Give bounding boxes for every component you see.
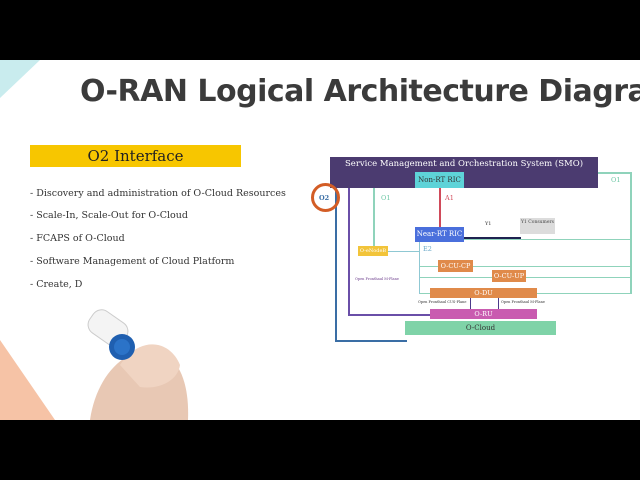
o1-line [630, 172, 632, 294]
o-enodeb-box: O-eNodeB [358, 246, 388, 256]
o-cu-up-box: O-CU-UP [492, 270, 526, 282]
o1-line [373, 188, 375, 250]
fronthaul-cus-plane-label: Open Fronthaul CUS-Plane [418, 300, 467, 304]
fronthaul-m-plane-line [348, 314, 432, 316]
o1-label: O1 [381, 194, 391, 202]
a1-line [439, 188, 441, 228]
cus-plane-line [470, 298, 471, 309]
o1-line [464, 239, 631, 240]
slide-title: O-RAN Logical Architecture Diagram [80, 74, 640, 109]
non-rt-ric-box: Non-RT RIC [415, 172, 464, 188]
teal-corner-decoration [0, 60, 40, 98]
orange-corner-decoration [0, 340, 55, 420]
oran-architecture-diagram: Service Management and Orchestration Sys… [0, 60, 640, 420]
hand-with-marker-icon [87, 309, 189, 420]
m-plane-line [498, 298, 499, 309]
a1-label: A1 [445, 194, 454, 202]
near-rt-ric-box: Near-RT RIC [415, 227, 464, 242]
o2-highlight-circle [311, 183, 340, 212]
o2-line [335, 188, 337, 341]
o-du-box: O-DU [430, 288, 537, 298]
y1-line [464, 237, 521, 239]
bullet: - Scale-In, Scale-Out for O-Cloud [30, 210, 188, 221]
bullet: - Software Management of Cloud Platform [30, 256, 235, 267]
smo-box: Service Management and Orchestration Sys… [330, 157, 598, 188]
e2-line [419, 242, 420, 294]
e2-line [388, 251, 420, 252]
y1-consumers-box: Y1 Consumers [520, 218, 555, 234]
o1-line [598, 172, 631, 174]
o2-line [335, 340, 407, 342]
o1-label: O1 [611, 176, 621, 184]
o-ru-box: O-RU [430, 309, 537, 319]
o2-label: O2 [319, 194, 330, 202]
fronthaul-m-plane-label: Open Fronthaul M-Plane [501, 300, 545, 304]
fronthaul-m-plane-label: Open Fronthaul M-Plane [355, 277, 399, 281]
e2-label: E2 [423, 245, 432, 253]
o1-line [420, 266, 631, 267]
slide: O-RAN Logical Architecture Diagram O2 In… [0, 60, 640, 420]
section-header: O2 Interface [30, 145, 241, 167]
o-cloud-box: O-Cloud [405, 321, 556, 335]
bullet: - Create, D [30, 279, 83, 290]
bullet: - Discovery and administration of O-Clou… [30, 188, 286, 199]
bullet: - FCAPS of O-Cloud [30, 233, 125, 244]
fronthaul-m-plane-line [348, 188, 350, 315]
y1-label: Y1 [485, 221, 492, 227]
o-cu-cp-box: O-CU-CP [438, 260, 473, 272]
